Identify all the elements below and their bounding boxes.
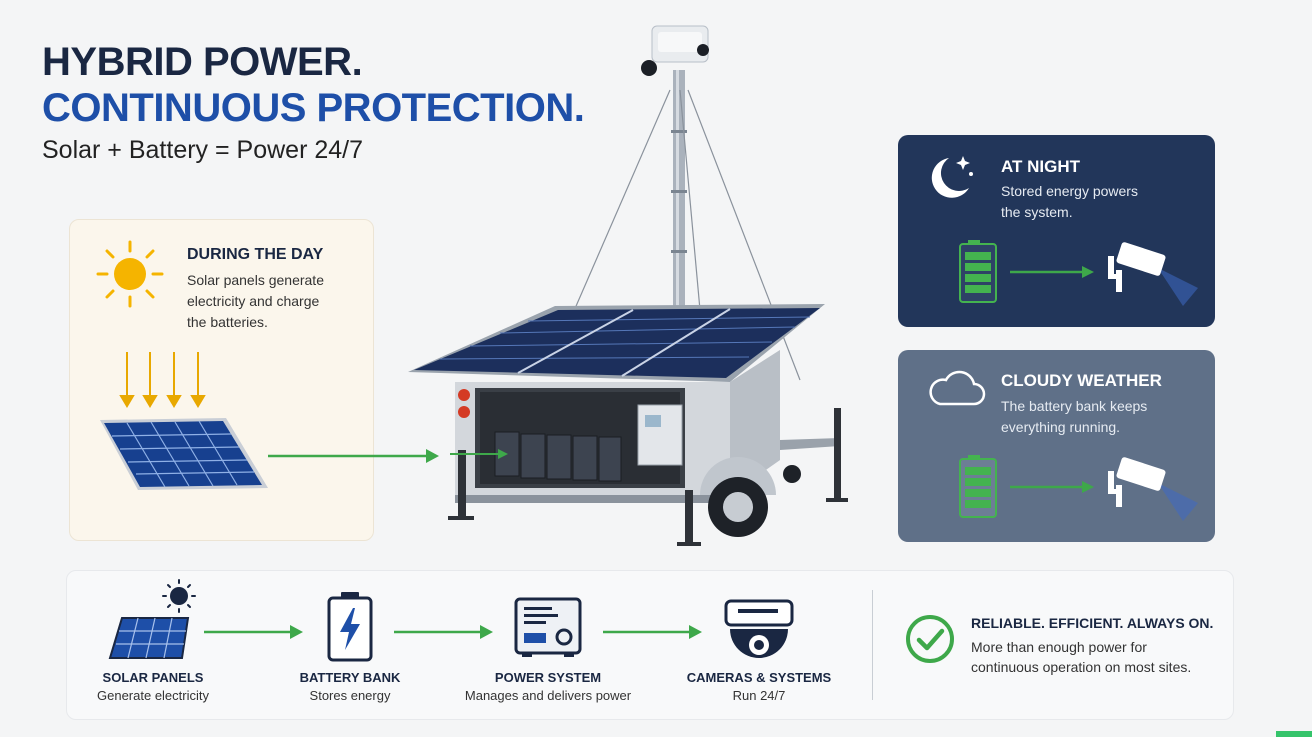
battery-icon [327, 592, 373, 662]
night-card-title: AT NIGHT [1001, 157, 1081, 176]
power-unit-icon [514, 597, 582, 657]
solar-panel-small-icon [108, 579, 196, 659]
cloudy-battery-to-camera-icon [959, 455, 1198, 521]
check-circle-icon [906, 615, 954, 663]
cloudy-card-title: CLOUDY WEATHER [1001, 371, 1162, 390]
corner-accent [1276, 731, 1312, 737]
sunlight-arrows-icon [119, 352, 206, 408]
power-flow-bar [66, 570, 1234, 720]
reliability-text: More than enough power for continuous op… [971, 637, 1191, 677]
flow-step-title: BATTERY BANK [299, 670, 401, 685]
day-flow-arrow-icon [268, 449, 439, 463]
flow-step-title: CAMERAS & SYSTEMS [686, 670, 832, 685]
divider [872, 590, 873, 700]
reliability-title: RELIABLE. EFFICIENT. ALWAYS ON. [971, 615, 1214, 631]
night-text-line: Stored energy powers [1001, 183, 1138, 199]
cloudy-text-line: everything running. [1001, 419, 1121, 435]
flow-arrow-icon [394, 625, 493, 639]
cloudy-card [898, 350, 1215, 542]
night-card [898, 135, 1215, 327]
headline-primary: HYBRID POWER. [42, 40, 363, 84]
subtitle: Solar + Battery = Power 24/7 [42, 136, 364, 164]
day-text-line: the batteries. [187, 314, 268, 330]
dome-camera-icon [724, 599, 794, 658]
cloudy-card-text: The battery bank keeps everything runnin… [1001, 396, 1147, 438]
flow-arrow-icon [603, 625, 702, 639]
flow-step-title: POWER SYSTEM [494, 670, 602, 685]
cloud-icon [929, 370, 986, 406]
flow-step-text: Stores energy [309, 688, 391, 703]
moon-icon [931, 156, 973, 198]
solar-trailer-illustration [408, 25, 848, 546]
day-card-title: DURING THE DAY [187, 246, 324, 263]
reliability-text-line: More than enough power for [971, 639, 1147, 655]
night-card-text: Stored energy powers the system. [1001, 181, 1138, 223]
flow-step-text: Generate electricity [97, 688, 209, 703]
sun-icon [96, 240, 164, 308]
day-card-text: Solar panels generate electricity and ch… [187, 270, 324, 333]
flow-step-text: Run 24/7 [732, 688, 786, 703]
cloudy-text-line: The battery bank keeps [1001, 398, 1148, 414]
flow-step-title: SOLAR PANELS [102, 670, 204, 685]
reliability-text-line: continuous operation on most sites. [971, 659, 1192, 675]
night-text-line: the system. [1001, 204, 1073, 220]
headline-secondary: CONTINUOUS PROTECTION. [42, 86, 585, 130]
day-text-line: Solar panels generate [187, 272, 324, 288]
night-battery-to-camera-icon [959, 240, 1198, 306]
flow-step-text: Manages and delivers power [464, 688, 632, 703]
flow-arrow-icon [204, 625, 303, 639]
day-text-line: electricity and charge [187, 293, 320, 309]
solar-panel-icon [100, 418, 268, 490]
